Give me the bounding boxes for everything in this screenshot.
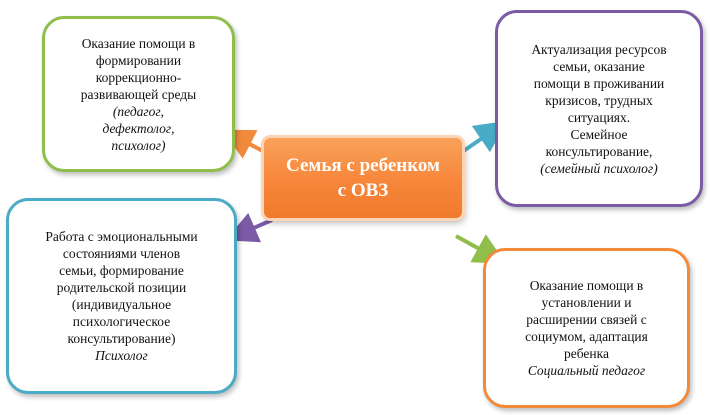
node-role-line: Психолог: [95, 348, 148, 363]
node-text-line: семьи, оказание: [553, 58, 645, 74]
node-text-line: родительской позиции: [56, 280, 187, 295]
node-text-line: консультирование,: [545, 143, 653, 159]
node-text-line: состояниями членов: [62, 246, 181, 261]
node-role-line: (семейный психолог): [540, 160, 658, 176]
node-text-line: Работа с эмоциональными: [45, 229, 198, 244]
node-text-line: формировании: [95, 52, 182, 68]
node-text-line: (индивидуальное: [71, 297, 172, 312]
node-text-line: социумом, адаптация: [525, 329, 648, 344]
node-text-line: Оказание помощи в: [81, 35, 196, 51]
node-text-line: Семейное: [570, 126, 628, 142]
node-role-line: психолог): [111, 137, 166, 153]
node-text-line: Актуализация ресурсов: [531, 41, 667, 57]
node-text-line: психологическое: [72, 314, 171, 329]
node-role-line: (педагог,: [112, 103, 165, 119]
node-text-line: ситуациях.: [567, 109, 631, 125]
arrow-to-bottom-left: [225, 212, 273, 243]
node-text-line: Оказание помощи в: [529, 278, 644, 293]
node-role-line: дефектолог,: [102, 120, 175, 136]
node-text-line: помощи в проживании: [533, 75, 665, 91]
node-text-line: развивающей среды: [80, 86, 197, 102]
arrow-to-top-right: [460, 120, 508, 154]
node-text-line: консультирование): [67, 331, 176, 346]
arrow-to-bottom-right: [455, 234, 506, 264]
center-title-line-2: с ОВЗ: [337, 180, 389, 201]
node-text-line: расширении связей с: [526, 312, 647, 327]
node-text-line: коррекционно-: [95, 69, 182, 85]
node-text-line: семьи, формирование: [59, 263, 184, 278]
center-node: Семья с ребенком с ОВЗ: [264, 138, 462, 218]
node-bottom-right: Оказание помощи в установлении и расширени…: [483, 248, 690, 408]
node-text-line: ребенка: [564, 346, 609, 361]
node-role-line: Социальный педагог: [527, 363, 646, 378]
node-text-line: установлении и: [541, 295, 632, 310]
node-bottom-left: Работа с эмоциональными состояниями члено…: [6, 198, 237, 394]
node-text-line: кризисов, трудных: [545, 92, 653, 108]
center-title-line-1: Семья с ребенком: [286, 155, 440, 176]
